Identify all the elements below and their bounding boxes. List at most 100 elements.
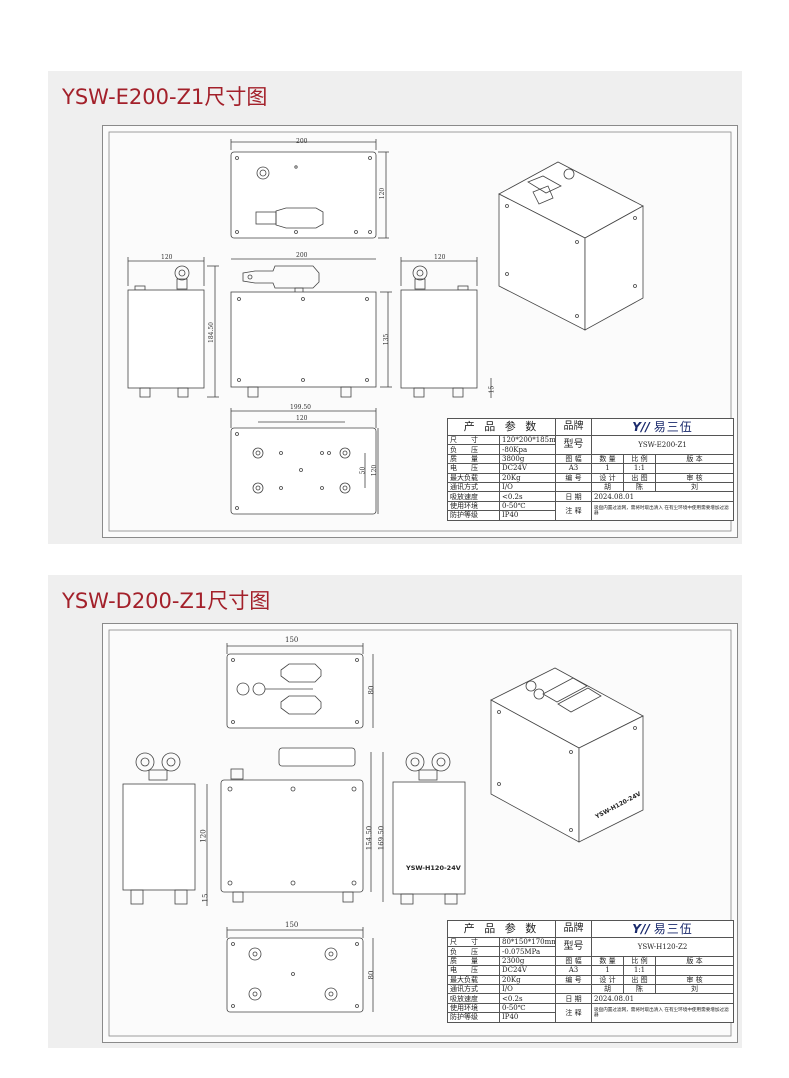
param-value: 20Kg — [499, 974, 556, 985]
dim-label: 169.50 — [377, 825, 386, 851]
param-label: 电 压 — [447, 463, 500, 474]
sign-value: 陈 — [623, 983, 656, 995]
dim-label: 184.50 — [208, 322, 215, 343]
param-label: 防护等级 — [447, 510, 500, 521]
dim-label: 120 — [296, 415, 308, 422]
dim-label: 120 — [371, 464, 379, 477]
model-value: YSW-H120-Z2 — [590, 937, 735, 957]
note-label: 注 释 — [555, 1002, 592, 1023]
section-title: YSW-E200-Z1尺寸图 — [62, 85, 268, 109]
technical-drawing — [108, 629, 732, 1037]
dim-label: 199.50 — [290, 404, 311, 411]
front-view — [230, 258, 392, 398]
param-label: 最大负载 — [447, 472, 500, 483]
meta-value — [654, 463, 735, 474]
dim-label: 150 — [285, 636, 299, 644]
param-value: <0.2s — [499, 993, 556, 1004]
meta-value: 1 — [591, 965, 624, 976]
param-label: 使用环境 — [447, 1002, 500, 1014]
param-value: <0.2s — [499, 491, 556, 502]
left-view — [127, 257, 219, 398]
param-value: I/O — [499, 481, 556, 493]
dim-label: 80 — [367, 685, 376, 695]
param-label: 最大负载 — [447, 974, 500, 985]
meta-head: 版 本 — [654, 955, 735, 967]
top-view — [230, 139, 389, 239]
sign-value — [555, 481, 592, 493]
brand-label: 品牌 — [555, 920, 592, 938]
note-text: 吸盘内置过滤网，需将时取出清入 在有尘环境中使用需要增加过滤器 — [590, 1002, 735, 1023]
meta-head: 图 幅 — [555, 453, 592, 465]
logo-mark: Y// — [632, 420, 650, 434]
sign-head: 设 计 — [591, 974, 624, 985]
drawing-sheet: 200 120 120 184.50 200 135 120 15 199.50… — [102, 125, 738, 538]
sign-value — [555, 983, 592, 995]
param-value: 2300g — [499, 955, 556, 967]
brand-label: 品牌 — [555, 418, 592, 436]
sign-value: 刘 — [654, 983, 735, 995]
sign-head: 设 计 — [591, 472, 624, 483]
meta-value: 1:1 — [623, 463, 656, 474]
param-value: 0-50℃ — [499, 1002, 556, 1014]
param-value: DC24V — [499, 965, 556, 976]
logo-text: 易三伍 — [653, 420, 693, 434]
param-value: 120*200*185mm — [499, 434, 556, 446]
sign-head: 出 图 — [623, 472, 656, 483]
date-value: 2024.08.01 — [590, 491, 735, 502]
meta-head: 数 量 — [591, 453, 624, 465]
meta-value: A3 — [555, 965, 592, 976]
table-header: 产 品 参 数 — [447, 418, 556, 436]
top-view — [226, 643, 374, 729]
sign-head: 编 号 — [555, 472, 592, 483]
dim-label: 120 — [379, 187, 387, 200]
param-label: 通讯方式 — [447, 481, 500, 493]
sign-head: 审 核 — [654, 472, 735, 483]
date-label: 日 期 — [555, 993, 592, 1004]
param-label: 质 量 — [447, 453, 500, 465]
param-label: 使用环境 — [447, 500, 500, 512]
param-value: IP40 — [499, 1012, 556, 1023]
section-title: YSW-D200-Z1尺寸图 — [62, 589, 271, 613]
dim-label: 15 — [201, 893, 210, 903]
param-value: 20Kg — [499, 472, 556, 483]
param-value: DC24V — [499, 463, 556, 474]
note-text: 吸盘内置过滤网，需将时取出清入 在有尘环境中使用需要增加过滤器 — [590, 500, 735, 521]
meta-value — [654, 965, 735, 976]
param-label: 质 量 — [447, 955, 500, 967]
param-value: -0.075MPa — [499, 946, 556, 957]
left-view — [122, 752, 208, 906]
front-view — [220, 747, 384, 903]
bottom-view — [230, 408, 379, 515]
dim-label: 200 — [296, 252, 308, 259]
bottom-view — [226, 927, 374, 1013]
model-label: 型号 — [555, 937, 592, 957]
meta-value: 1:1 — [623, 965, 656, 976]
dim-label: 80 — [367, 970, 376, 980]
param-value: 3800g — [499, 453, 556, 465]
brand-logo: Y//易三伍 — [590, 418, 735, 436]
isometric-view — [490, 667, 644, 843]
dim-label: 150 — [285, 921, 299, 929]
meta-head: 比 例 — [623, 955, 656, 967]
meta-head: 数 量 — [591, 955, 624, 967]
meta-head: 比 例 — [623, 453, 656, 465]
sign-value: 陈 — [623, 481, 656, 493]
model-value: YSW-E200-Z1 — [590, 435, 735, 455]
right-view — [392, 752, 466, 905]
dim-label: 50 — [359, 466, 367, 475]
sign-value: 胡 — [591, 481, 624, 493]
param-label: 通讯方式 — [447, 983, 500, 995]
section-d200: YSW-D200-Z1尺寸图 — [48, 575, 742, 1048]
param-value: -80Kpa — [499, 444, 556, 455]
param-label: 尺 寸 — [447, 936, 500, 948]
meta-head: 版 本 — [654, 453, 735, 465]
technical-drawing — [108, 131, 732, 532]
logo-text: 易三伍 — [653, 922, 693, 936]
dim-label: 120 — [161, 254, 173, 261]
param-value: I/O — [499, 983, 556, 995]
section-e200: YSW-E200-Z1尺寸图 — [48, 71, 742, 544]
sign-head: 编 号 — [555, 974, 592, 985]
dim-label: 120 — [199, 829, 208, 843]
